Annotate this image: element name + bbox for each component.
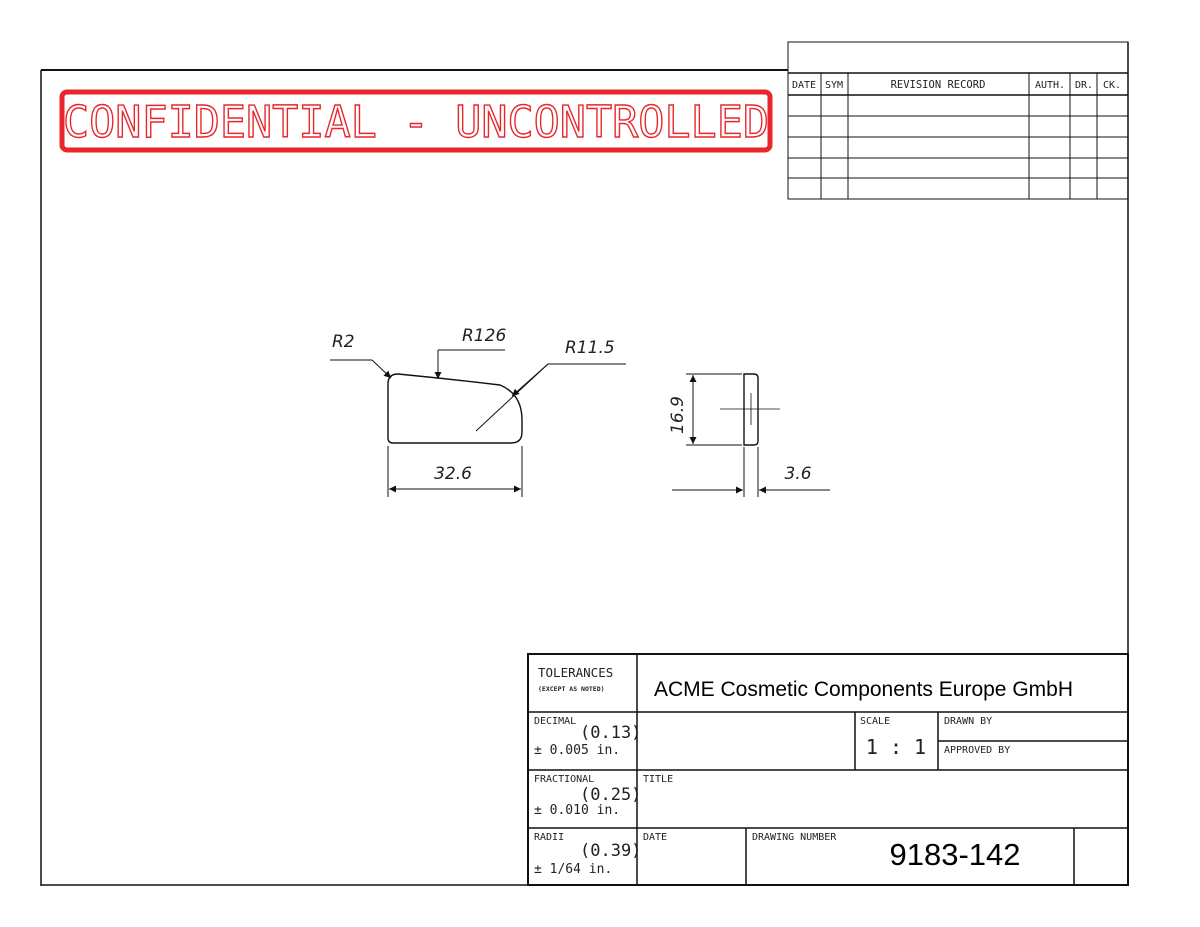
revision-block: DATE SYM REVISION RECORD AUTH. DR. CK. [787,41,1129,200]
dim-r115: R11.5 [565,338,615,358]
sheet-border [40,42,1129,886]
scale-value: 1 : 1 [866,735,926,759]
radii-label: RADII [534,832,564,843]
r115-leader-arrow [511,363,549,397]
dim-height: 16.9 [668,396,688,434]
decimal-mm: (0.13) [580,723,641,743]
rev-header-sym: SYM [825,80,843,91]
rev-header-ck: CK. [1103,80,1121,91]
scale-label: SCALE [860,716,890,727]
dim-width: 32.6 [434,464,472,484]
dim-r2: R2 [332,332,355,352]
front-view: R2 R126 R11.5 32.6 [330,326,626,497]
decimal-label: DECIMAL [534,716,576,727]
drawing-number: 9183-142 [889,837,1020,872]
part-outline [387,373,523,444]
approved-by-label: APPROVED BY [944,745,1010,756]
tolerances-label: TOLERANCES [538,665,613,680]
rev-header-record: REVISION RECORD [891,79,986,91]
title-block: TOLERANCES (EXCEPT AS NOTED) ACME Cosmet… [527,653,1129,886]
rev-header-date: DATE [792,80,816,91]
rev-header-dr: DR. [1075,80,1093,91]
fractional-tolerance: ± 0.010 in. [534,803,620,818]
decimal-tolerance: ± 0.005 in. [534,743,620,758]
side-view: 16.9 3.6 [668,373,830,497]
stamp-text: CONFIDENTIAL - UNCONTROLLED [63,97,769,148]
rev-header-auth: AUTH. [1035,80,1065,91]
radii-tolerance: ± 1/64 in. [534,862,612,877]
drawn-by-label: DRAWN BY [944,716,992,727]
fractional-label: FRACTIONAL [534,774,594,785]
fractional-mm: (0.25) [580,785,641,805]
r2-leader-arrow [371,359,392,379]
date-label: DATE [643,832,667,843]
radii-mm: (0.39) [580,841,641,861]
drawing-number-label: DRAWING NUMBER [752,832,837,843]
dim-thickness: 3.6 [784,464,811,484]
title-label: TITLE [643,774,673,785]
confidential-stamp: CONFIDENTIAL - UNCONTROLLED [59,89,773,153]
dim-r126: R126 [462,326,506,346]
side-outline [743,373,759,446]
tolerances-note: (EXCEPT AS NOTED) [538,685,605,693]
company-name: ACME Cosmetic Components Europe GmbH [654,678,1073,701]
